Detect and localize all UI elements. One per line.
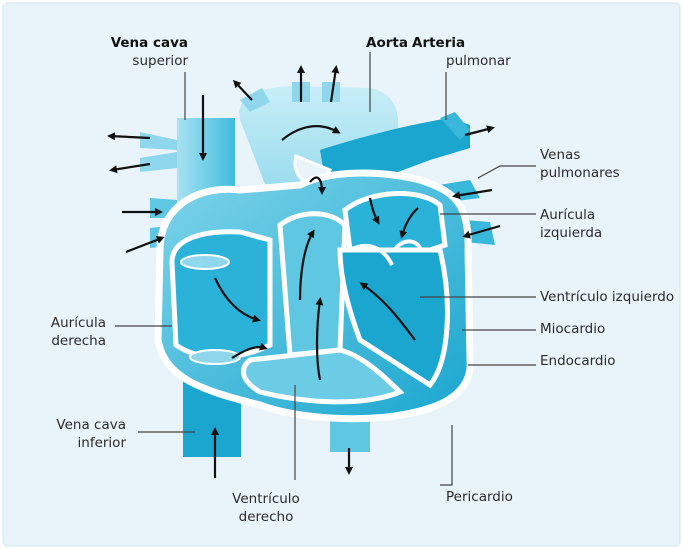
label-line: Aurícula bbox=[34, 314, 106, 332]
label-vena-cava-superior: Vena cava superior bbox=[98, 34, 188, 70]
label-auricula-derecha: Aurícula derecha bbox=[34, 314, 106, 350]
label-ventriculo-izquierdo: Ventrículo izquierdo bbox=[540, 288, 674, 306]
label-line: pulmonar bbox=[446, 52, 511, 70]
label-line: derecha bbox=[34, 332, 106, 350]
label-ventriculo-derecho: Ventrículo derecho bbox=[226, 490, 306, 526]
label-line: Vena cava bbox=[38, 416, 126, 434]
label-line: derecho bbox=[226, 508, 306, 526]
label-aorta: Aorta bbox=[366, 34, 408, 52]
label-endocardio: Endocardio bbox=[540, 352, 616, 370]
label-arteria-pulmonar: Arteria pulmonar bbox=[412, 34, 511, 70]
label-line: Ventrículo bbox=[226, 490, 306, 508]
label-line: pulmonares bbox=[540, 164, 620, 182]
label-line: superior bbox=[98, 52, 188, 70]
label-line: Venas bbox=[540, 146, 620, 164]
label-line: Arteria bbox=[412, 34, 511, 52]
label-line: Aurícula bbox=[540, 206, 602, 224]
label-venas-pulmonares: Venas pulmonares bbox=[540, 146, 620, 182]
label-line: inferior bbox=[38, 434, 126, 452]
label-pericardio: Pericardio bbox=[446, 488, 513, 506]
label-miocardio: Miocardio bbox=[540, 320, 605, 338]
label-vena-cava-inferior: Vena cava inferior bbox=[38, 416, 126, 452]
right-atrium-chamber bbox=[172, 232, 270, 357]
vena-cava-opening bbox=[181, 255, 229, 269]
label-line: Vena cava bbox=[98, 34, 188, 52]
label-line: izquierda bbox=[540, 224, 602, 242]
label-auricula-izquierda: Aurícula izquierda bbox=[540, 206, 602, 242]
